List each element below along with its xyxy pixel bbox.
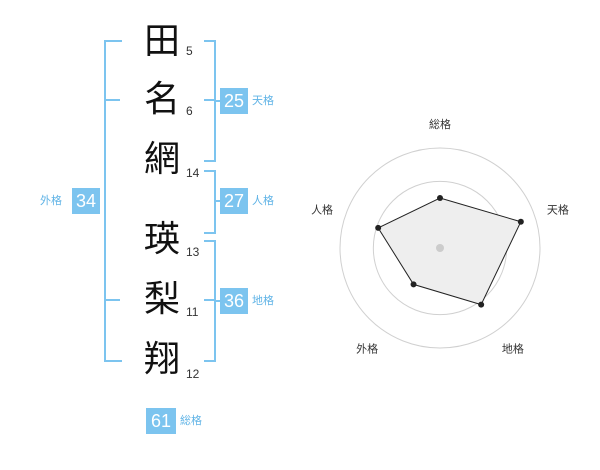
chikaku-score-badge: 36	[220, 288, 248, 314]
radar-point-3	[478, 301, 485, 308]
stroke-count-4: 13	[186, 245, 200, 259]
chikaku-tick	[204, 299, 214, 301]
stroke-count-1: 5	[186, 44, 193, 58]
radar-point-2	[517, 218, 524, 225]
name-char-1: 田	[143, 21, 180, 62]
radar-ring-3	[339, 147, 541, 349]
radar-axis-label-4: 外格	[356, 341, 378, 355]
tenkaku-score-badge: 25	[220, 88, 248, 114]
tenkaku-label: 天格	[252, 94, 274, 107]
name-char-4: 瑛	[143, 219, 180, 260]
name-char-6: 翔	[143, 339, 180, 380]
radar-points	[375, 195, 524, 308]
radar-point-4	[410, 281, 417, 288]
name-char-2: 名	[143, 79, 180, 120]
radar-axis-label-3: 地格	[502, 341, 524, 355]
radar-axis-label-5: 人格	[311, 203, 333, 217]
radar-axis-label-1: 総格	[429, 117, 451, 131]
stroke-count-6: 12	[186, 367, 200, 381]
radar-point-1	[437, 195, 443, 201]
soukaku-label: 総格	[180, 414, 202, 427]
jinkaku-connector	[214, 200, 220, 202]
stroke-count-5: 11	[186, 305, 199, 319]
jinkaku-score-badge: 27	[220, 188, 248, 214]
gaikaku-bracket	[104, 40, 122, 362]
radar-point-5	[375, 224, 382, 231]
stroke-count-3: 14	[186, 166, 200, 180]
gaikaku-label: 外格	[40, 194, 62, 207]
chikaku-connector	[214, 300, 220, 302]
jinkaku-label: 人格	[252, 194, 274, 207]
soukaku-score-badge: 61	[146, 408, 176, 434]
radar-area	[377, 197, 522, 306]
stroke-count-2: 6	[186, 104, 193, 118]
gaikaku-score-badge: 34	[72, 188, 100, 214]
gaikaku-tick-1	[104, 99, 120, 101]
radar-center-dot	[436, 244, 444, 252]
jinkaku-bracket	[204, 170, 216, 234]
name-char-5: 梨	[143, 279, 180, 320]
chikaku-label: 地格	[252, 294, 274, 307]
tenkaku-tick	[204, 99, 214, 101]
gaikaku-tick-2	[104, 299, 120, 301]
tenkaku-connector	[214, 100, 220, 102]
name-char-3: 網	[143, 139, 180, 180]
radar-axis-label-2: 天格	[547, 203, 569, 217]
